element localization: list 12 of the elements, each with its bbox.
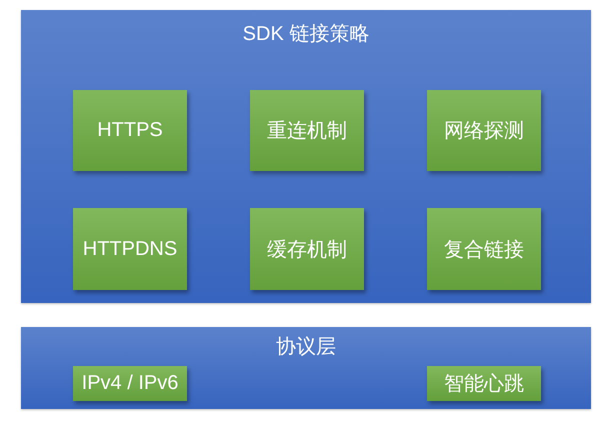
module-box: 网络探测 xyxy=(427,90,541,171)
module-box: 重连机制 xyxy=(250,90,364,171)
module-box: 复合链接 xyxy=(427,208,541,290)
module-box: 智能心跳 xyxy=(427,366,541,401)
layer-panel xyxy=(21,327,591,409)
module-box: IPv4 / IPv6 xyxy=(73,366,187,401)
layer-panel xyxy=(21,10,591,303)
module-box: HTTPDNS xyxy=(73,208,187,290)
module-box: 缓存机制 xyxy=(250,208,364,290)
layer-title: 协议层 xyxy=(276,335,336,359)
layer-title: SDK 链接策略 xyxy=(242,22,370,46)
module-box: HTTPS xyxy=(73,90,187,171)
